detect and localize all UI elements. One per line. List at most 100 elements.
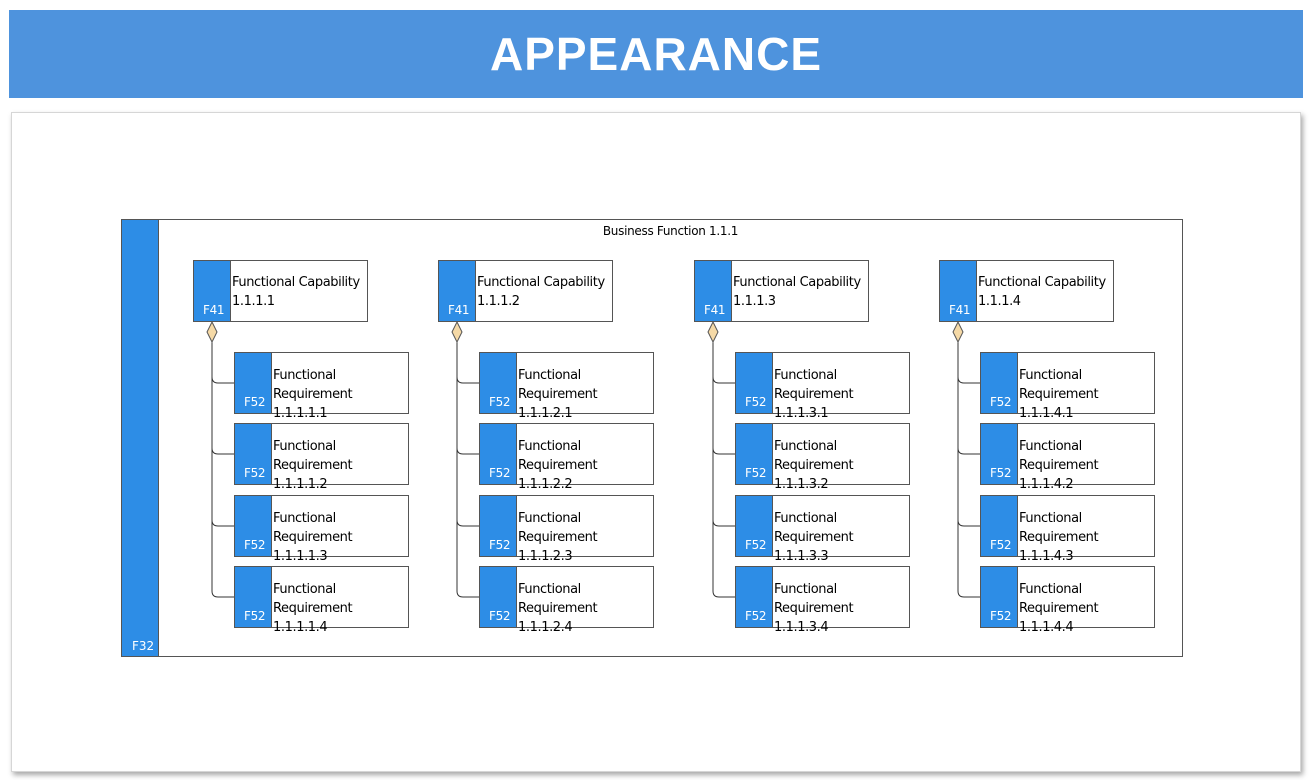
requirement-label-line1: Functional: [273, 368, 336, 383]
capability-tab: F41: [940, 261, 977, 321]
capability-label-line1: Functional Capability: [978, 275, 1106, 290]
capability-label-line2: 1.1.1.2: [477, 294, 520, 309]
requirement-code: F52: [244, 466, 266, 480]
requirement-label-line2: Requirement 1.1.1.4.4: [1019, 601, 1099, 635]
requirement-label-line2: Requirement 1.1.1.1.4: [273, 601, 353, 635]
requirement-label-line2: Requirement 1.1.1.4.2: [1019, 458, 1099, 492]
requirement-label-line2: Requirement 1.1.1.4.3: [1019, 530, 1099, 564]
capability-label-line1: Functional Capability: [733, 275, 861, 290]
requirement-label-line1: Functional: [774, 511, 837, 526]
requirement-tab: F52: [235, 496, 272, 556]
requirement-label-line2: Requirement 1.1.1.3.1: [774, 387, 854, 421]
requirement-code: F52: [489, 609, 511, 623]
requirement-code: F52: [745, 395, 767, 409]
requirement-tab: F52: [981, 567, 1018, 627]
capability-card[interactable]: F41 Functional Capability 1.1.1.3: [694, 260, 869, 322]
requirement-tab: F52: [981, 424, 1018, 484]
capability-tab: F41: [194, 261, 231, 321]
requirement-label-line2: Requirement 1.1.1.2.4: [518, 601, 598, 635]
requirement-label-line2: Requirement 1.1.1.3.3: [774, 530, 854, 564]
requirement-label-line2: Requirement 1.1.1.3.4: [774, 601, 854, 635]
business-function-tab: F32: [122, 220, 159, 656]
capability-code: F41: [203, 303, 225, 317]
requirement-tab: F52: [480, 424, 517, 484]
requirement-code: F52: [244, 538, 266, 552]
requirement-code: F52: [244, 609, 266, 623]
requirement-tab: F52: [981, 496, 1018, 556]
requirement-label-line1: Functional: [1019, 439, 1082, 454]
capability-code: F41: [704, 303, 726, 317]
requirement-label-line1: Functional: [518, 511, 581, 526]
requirement-tab: F52: [480, 496, 517, 556]
page-header: APPEARANCE: [9, 10, 1303, 98]
capability-label-line2: 1.1.1.3: [733, 294, 776, 309]
requirement-tab: F52: [736, 496, 773, 556]
requirement-code: F52: [489, 395, 511, 409]
requirement-label-line2: Requirement 1.1.1.3.2: [774, 458, 854, 492]
requirement-label-line1: Functional: [273, 439, 336, 454]
requirement-label-line2: Requirement 1.1.1.2.1: [518, 387, 598, 421]
requirement-label-line1: Functional: [518, 368, 581, 383]
requirement-label-line1: Functional: [1019, 582, 1082, 597]
requirement-code: F52: [745, 538, 767, 552]
requirement-label-line1: Functional: [1019, 368, 1082, 383]
requirement-label-line2: Requirement 1.1.1.1.2: [273, 458, 353, 492]
requirement-label-line2: Requirement 1.1.1.2.2: [518, 458, 598, 492]
requirement-label-line1: Functional: [518, 439, 581, 454]
requirement-code: F52: [990, 395, 1012, 409]
requirement-label-line2: Requirement 1.1.1.1.3: [273, 530, 353, 564]
requirement-tab: F52: [480, 353, 517, 413]
requirement-code: F52: [990, 538, 1012, 552]
requirement-code: F52: [489, 538, 511, 552]
capability-label-line1: Functional Capability: [232, 275, 360, 290]
requirement-label-line1: Functional: [273, 582, 336, 597]
requirement-code: F52: [990, 466, 1012, 480]
requirement-code: F52: [745, 609, 767, 623]
requirement-label-line1: Functional: [774, 439, 837, 454]
requirement-code: F52: [489, 466, 511, 480]
requirement-tab: F52: [235, 424, 272, 484]
business-function-code: F32: [132, 639, 155, 653]
requirement-tab: F52: [480, 567, 517, 627]
requirement-tab: F52: [235, 353, 272, 413]
requirement-code: F52: [990, 609, 1012, 623]
capability-code: F41: [949, 303, 971, 317]
capability-label: Functional Capability 1.1.1.3: [733, 273, 866, 311]
requirement-tab: F52: [235, 567, 272, 627]
requirement-code: F52: [244, 395, 266, 409]
requirement-label-line2: Requirement 1.1.1.1.1: [273, 387, 353, 421]
